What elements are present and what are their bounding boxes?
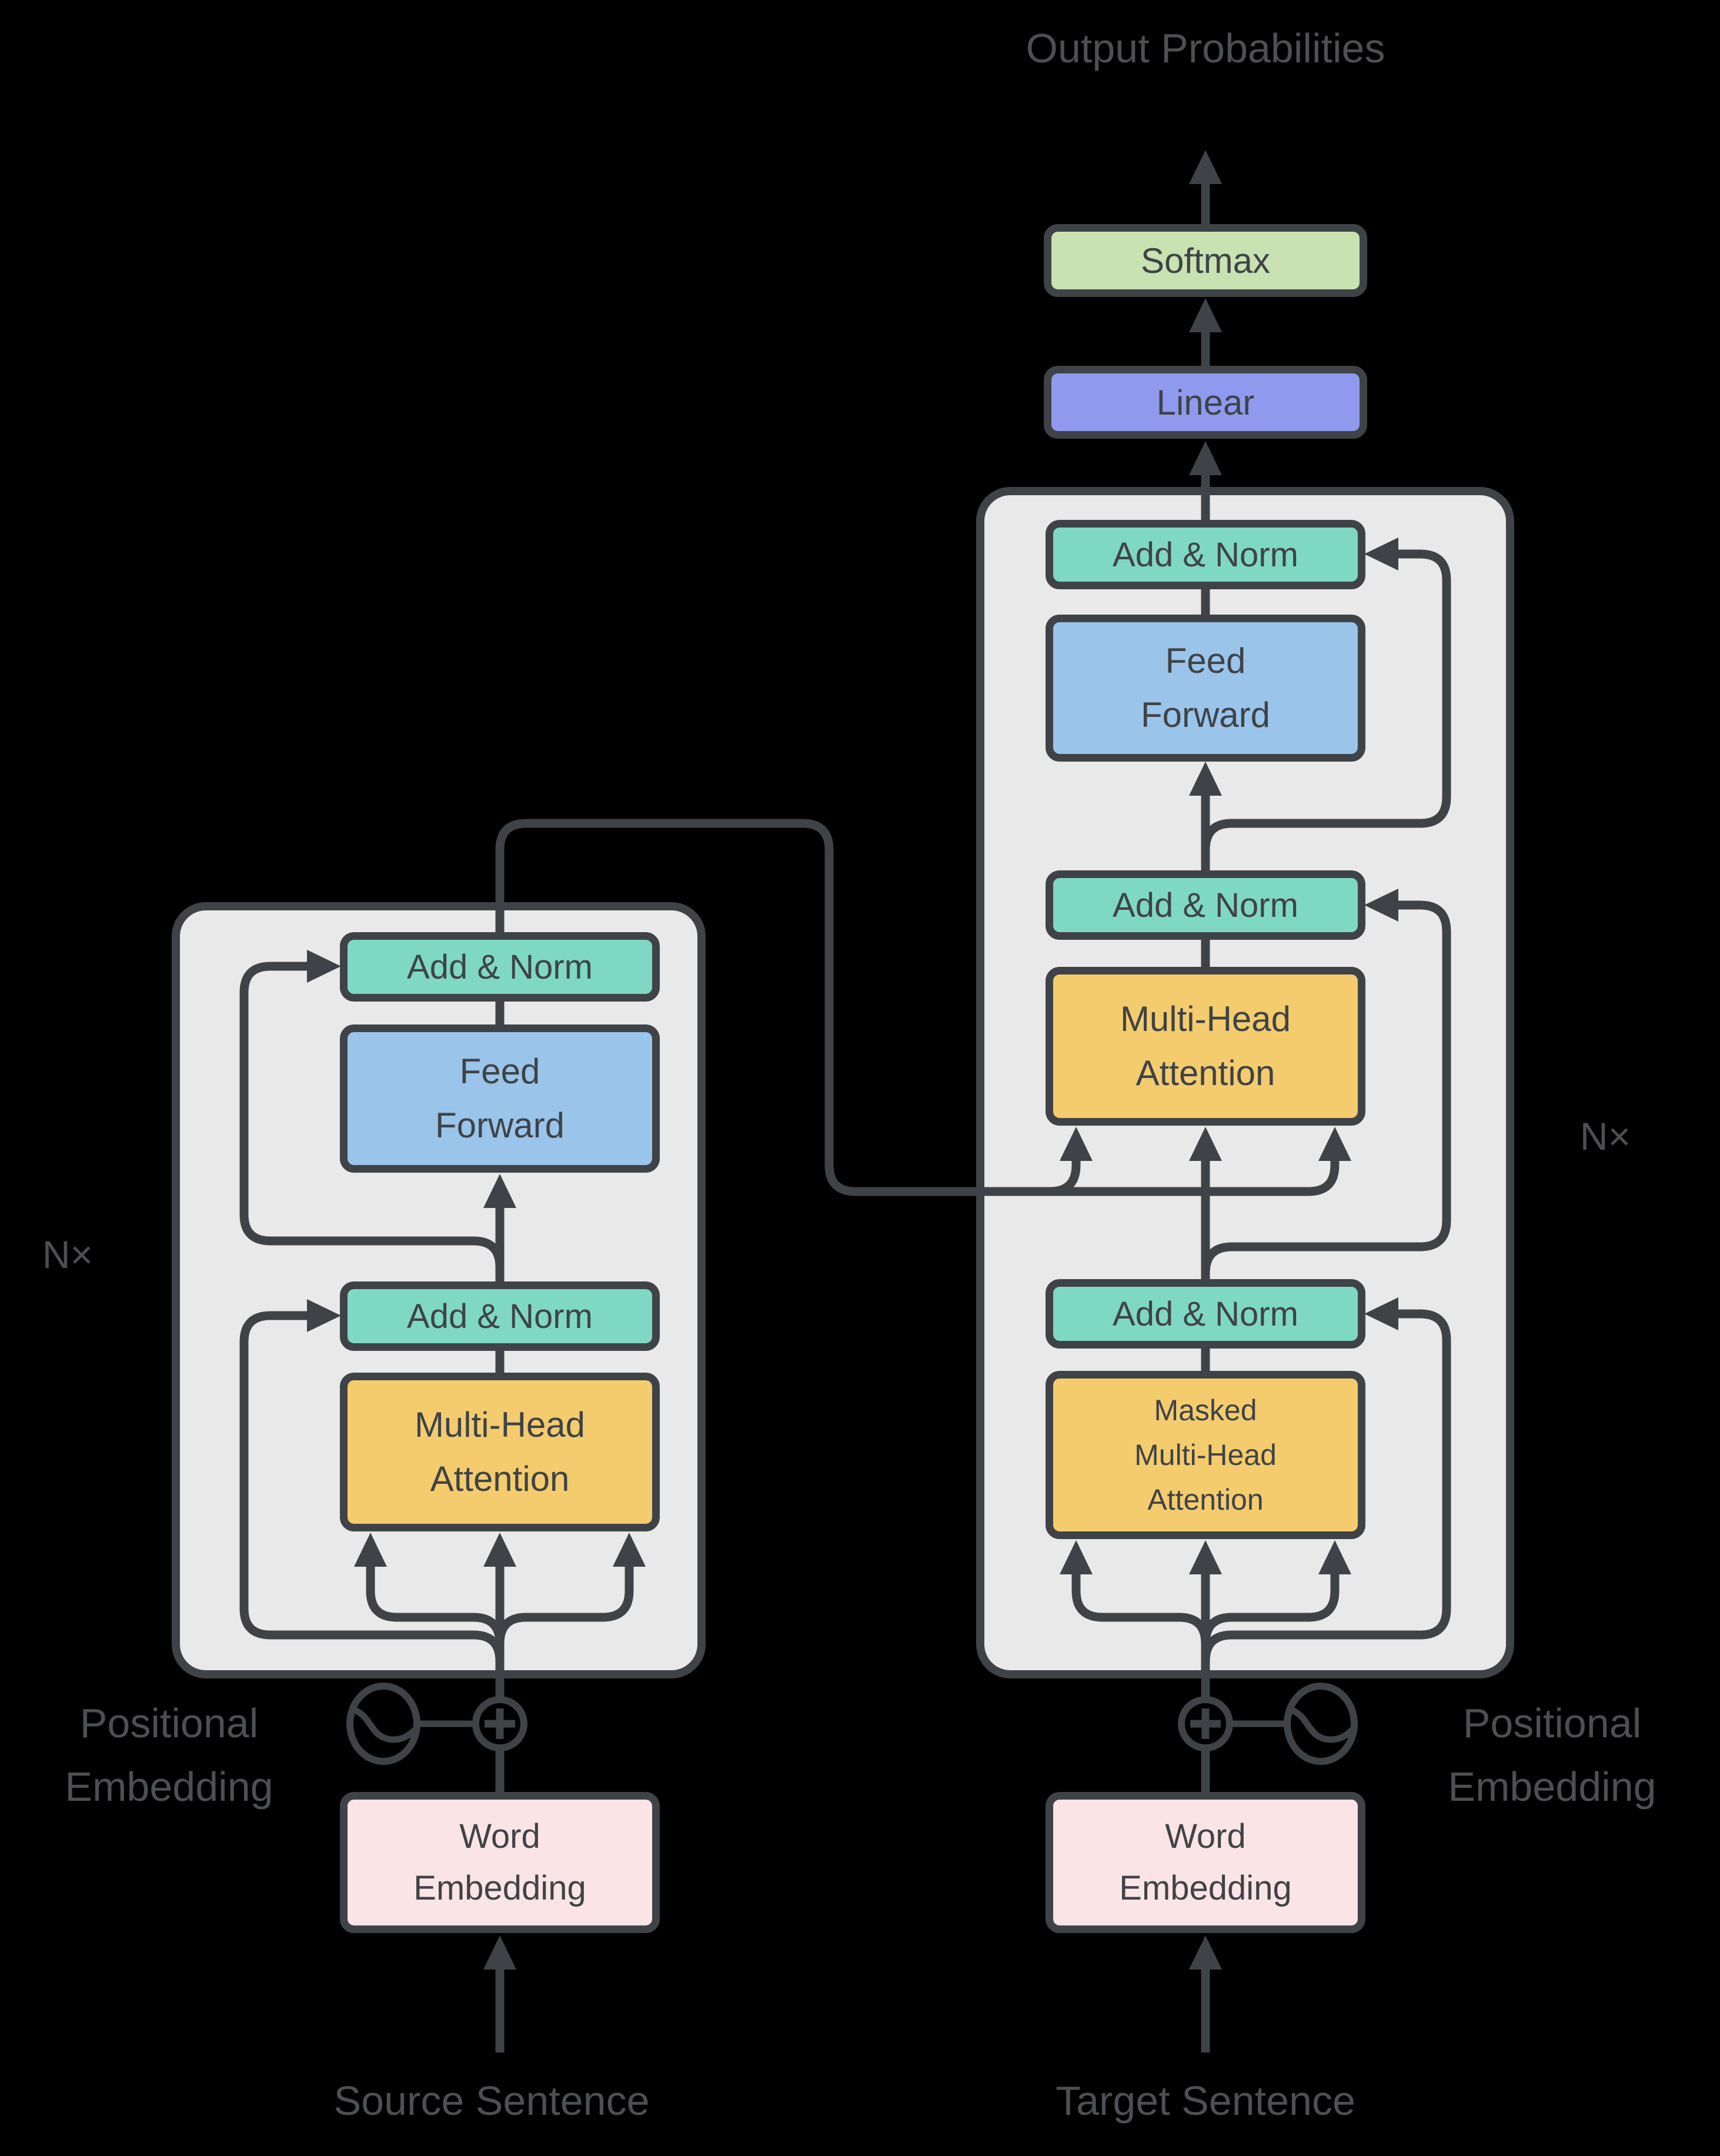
output-probabilities-line2: Probabilities bbox=[1161, 25, 1385, 71]
encoder-word-embedding-label-line1: Word bbox=[459, 1817, 540, 1855]
arrow-head bbox=[1060, 1127, 1093, 1161]
linear-label: Linear bbox=[1156, 382, 1255, 422]
positional-embedding-left-line2: Embedding bbox=[65, 1764, 273, 1810]
decoder-word-embedding-label-line2: Embedding bbox=[1119, 1869, 1292, 1907]
decoder-add-norm-1: Add & Norm bbox=[1046, 1279, 1365, 1349]
decoder-word-embedding: Word Embedding bbox=[1046, 1792, 1365, 1933]
arrow-head bbox=[1189, 298, 1222, 332]
arrow-head bbox=[1318, 1127, 1351, 1161]
arrow-head bbox=[1364, 538, 1398, 570]
encoder-feed-forward-label-line2: Forward bbox=[435, 1106, 565, 1145]
output-probabilities-label: Output Probabilities bbox=[970, 16, 1441, 80]
encoder-mha-label-line2: Attention bbox=[430, 1459, 570, 1498]
source-sentence-label: Source Sentence bbox=[333, 2078, 650, 2124]
sine-wave-icon bbox=[1284, 1683, 1358, 1765]
positional-embedding-right-line1: Positional bbox=[1462, 1700, 1642, 1746]
encoder-mha-label-line1: Multi-Head bbox=[414, 1405, 586, 1444]
decoder-add-norm-2-label: Add & Norm bbox=[1113, 886, 1298, 925]
masked-mha-label-line3: Attention bbox=[1147, 1483, 1264, 1516]
arrow-heads bbox=[307, 150, 1398, 1970]
arrow-head bbox=[1189, 1127, 1222, 1161]
cross-attn-key-branch bbox=[1049, 1161, 1081, 1196]
positional-icons bbox=[346, 1683, 1358, 1765]
arrow-head bbox=[1189, 1935, 1222, 1970]
sine-wave-glyph bbox=[350, 1706, 418, 1743]
encoder-add-norm-1-label: Add & Norm bbox=[407, 1297, 593, 1336]
arrow-head bbox=[1189, 150, 1222, 184]
decoder-mha-label-line1: Multi-Head bbox=[1120, 999, 1291, 1039]
encoder-word-embedding-label-line2: Embedding bbox=[413, 1869, 586, 1907]
masked-mha-label-line1: Masked bbox=[1154, 1394, 1257, 1427]
masked-split-right bbox=[1201, 1574, 1340, 1644]
softmax-label: Softmax bbox=[1140, 241, 1271, 281]
target-sentence-label: Target Sentence bbox=[1056, 2078, 1355, 2124]
decoder-add-norm-3-label: Add & Norm bbox=[1113, 535, 1298, 574]
encoder-feed-forward-label-line1: Feed bbox=[459, 1052, 540, 1091]
positional-embedding-left-line1: Positional bbox=[79, 1700, 259, 1746]
sine-wave-icon bbox=[346, 1683, 420, 1765]
encoder-ff-residual bbox=[239, 962, 505, 1268]
encoder-feed-forward: Feed Forward bbox=[340, 1024, 660, 1173]
decoder-word-embedding-label-line1: Word bbox=[1165, 1817, 1246, 1855]
decoder-feed-forward-label-line1: Feed bbox=[1165, 641, 1246, 680]
decoder-feed-forward: Feed Forward bbox=[1046, 615, 1365, 762]
decoder-add-norm-1-label: Add & Norm bbox=[1113, 1294, 1298, 1333]
sine-wave-glyph bbox=[1288, 1706, 1355, 1743]
arrow-head bbox=[613, 1533, 646, 1567]
arrow-head bbox=[1189, 441, 1222, 475]
decoder-add-norm-3: Add & Norm bbox=[1046, 520, 1365, 589]
positional-embedding-label-left: Positional Embedding bbox=[0, 1691, 338, 1818]
encoder-self-attn-residual bbox=[239, 1311, 505, 1662]
arrow-head bbox=[483, 1935, 516, 1970]
arrow-head bbox=[1189, 1540, 1222, 1574]
encoder-add-norm-2: Add & Norm bbox=[340, 932, 660, 1002]
output-probabilities-line1: Output bbox=[1026, 25, 1150, 71]
cross-attn-residual bbox=[1201, 900, 1451, 1274]
decoder-add-norm-2: Add & Norm bbox=[1046, 870, 1365, 940]
masked-split-left bbox=[1071, 1574, 1210, 1644]
arrow-head bbox=[1364, 1297, 1398, 1330]
encoder-word-embedding: Word Embedding bbox=[340, 1792, 660, 1933]
arrow-head bbox=[1364, 889, 1398, 922]
arrow-head bbox=[1318, 1540, 1351, 1574]
encoder-multi-head-attention: Multi-Head Attention bbox=[340, 1373, 660, 1531]
arrow-head bbox=[307, 950, 341, 983]
positional-embedding-label-right: Positional Embedding bbox=[1383, 1691, 1720, 1818]
softmax-block: Softmax bbox=[1044, 224, 1367, 297]
arrow-head bbox=[483, 1533, 516, 1567]
encoder-stream bbox=[239, 962, 634, 2052]
masked-multi-head-attention: Masked Multi-Head Attention bbox=[1046, 1371, 1365, 1539]
positional-embedding-right-line2: Embedding bbox=[1448, 1764, 1656, 1810]
masked-mha-label-line2: Multi-Head bbox=[1134, 1439, 1277, 1471]
arrow-head bbox=[1189, 762, 1222, 796]
encoder-split-left bbox=[366, 1567, 505, 1644]
encoder-add-norm-2-label: Add & Norm bbox=[407, 947, 593, 986]
decoder-ff-residual bbox=[1201, 549, 1451, 850]
encoder-split-right bbox=[495, 1567, 634, 1644]
decoder-mha-label-line2: Attention bbox=[1135, 1053, 1275, 1093]
encoder-add-norm-1: Add & Norm bbox=[340, 1281, 660, 1351]
n-times-label-left: N× bbox=[42, 1233, 93, 1276]
decoder-feed-forward-label-line2: Forward bbox=[1140, 695, 1271, 735]
arrow-head bbox=[483, 1174, 516, 1208]
encoder-output-bus bbox=[495, 819, 1340, 1196]
n-times-label-right: N× bbox=[1579, 1114, 1631, 1158]
decoder-multi-head-attention: Multi-Head Attention bbox=[1046, 967, 1365, 1126]
encoder-decoder-bus bbox=[495, 819, 1340, 1196]
arrow-head bbox=[354, 1533, 387, 1567]
arrow-head bbox=[307, 1299, 341, 1332]
masked-attn-residual bbox=[1201, 1309, 1451, 1662]
linear-block: Linear bbox=[1044, 366, 1367, 439]
arrow-head bbox=[1060, 1540, 1093, 1574]
decoder-stream bbox=[1071, 184, 1451, 2052]
